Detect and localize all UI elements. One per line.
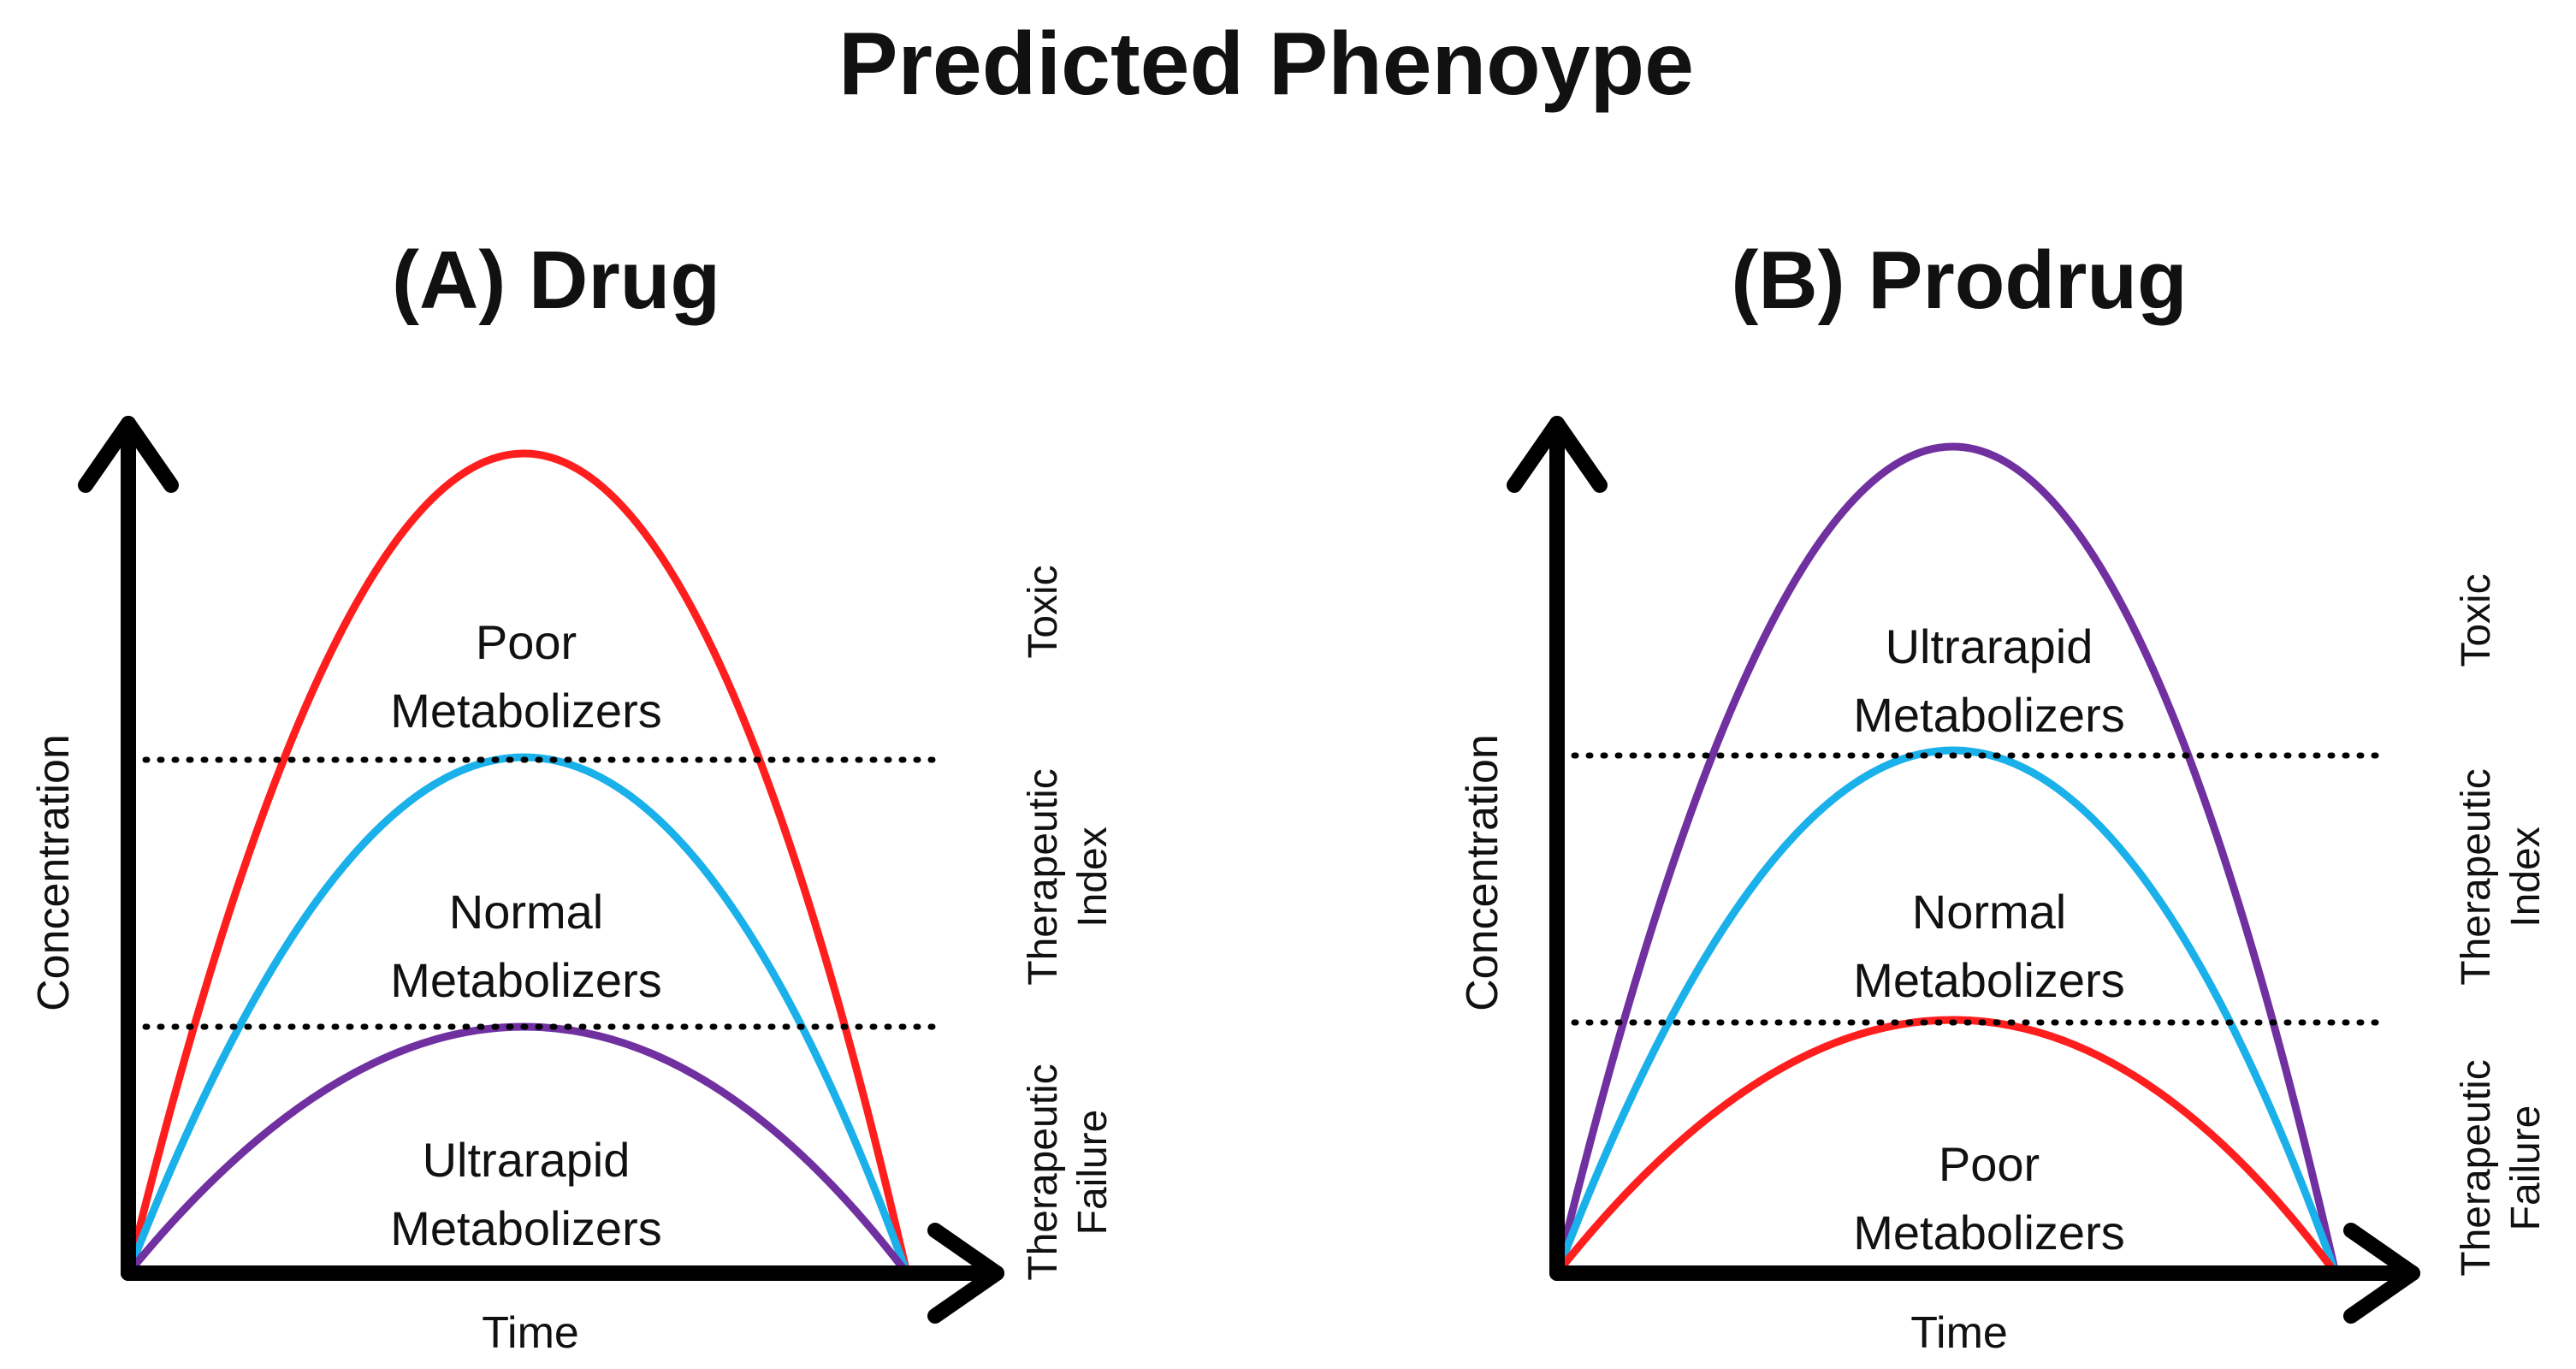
- curve-label-line: Normal: [449, 885, 603, 939]
- zone-label-line: Index: [1070, 827, 1116, 927]
- curve-label-line: Metabolizers: [390, 684, 661, 738]
- curve-label-line: Ultrarapid: [1886, 619, 2093, 673]
- panel-title: (B) Prodrug: [1731, 234, 2187, 326]
- curve-label-line: Poor: [476, 615, 577, 669]
- zone-label: Toxic: [2454, 573, 2499, 667]
- zone-label-line: Therapeutic: [1021, 1064, 1066, 1280]
- figure-title: Predicted Phenoype: [838, 15, 1694, 114]
- x-axis-label: Time: [1910, 1308, 2008, 1358]
- curve-label-line: Metabolizers: [1853, 688, 2124, 742]
- curve-label-line: Metabolizers: [1853, 953, 2124, 1007]
- zone-label-line: Failure: [1070, 1110, 1116, 1236]
- zone-label-line: Index: [2503, 827, 2549, 927]
- y-axis-label: Concentration: [29, 734, 79, 1011]
- zone-label: Toxic: [1021, 565, 1066, 658]
- x-axis-arrow-icon: [2343, 1223, 2420, 1324]
- curve-label-line: Metabolizers: [390, 953, 661, 1007]
- zone-label-line: Toxic: [2454, 573, 2499, 667]
- zone-label-line: Therapeutic: [2454, 768, 2499, 985]
- curve-label-line: Normal: [1912, 885, 2066, 939]
- x-axis-label: Time: [482, 1308, 579, 1358]
- curve-label-line: Metabolizers: [390, 1201, 661, 1255]
- x-axis-arrow-icon: [927, 1223, 1004, 1324]
- curve-label-line: Poor: [1939, 1137, 2040, 1191]
- curve-label-line: Metabolizers: [1853, 1206, 2124, 1259]
- curve-label-line: Ultrarapid: [423, 1133, 631, 1187]
- zone-label-line: Therapeutic: [2454, 1059, 2499, 1276]
- panel-title: (A) Drug: [392, 234, 720, 326]
- zone-label-line: Therapeutic: [1021, 768, 1066, 985]
- y-axis-arrow-icon: [78, 416, 179, 493]
- y-axis-label: Concentration: [1458, 734, 1507, 1011]
- red-curve: [124, 449, 911, 1277]
- blue-curve: [1553, 746, 2340, 1277]
- zone-label-line: Failure: [2503, 1105, 2549, 1231]
- zone-label-line: Toxic: [1021, 565, 1066, 658]
- purple-curve: [1553, 442, 2340, 1277]
- y-axis-arrow-icon: [1507, 416, 1608, 493]
